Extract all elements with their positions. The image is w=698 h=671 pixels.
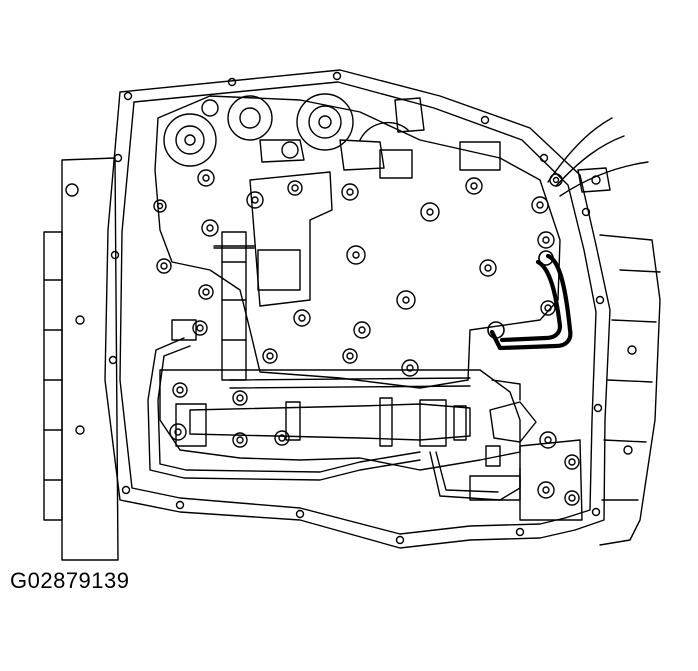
transmission-case-right: [599, 234, 661, 546]
valve-body-bolts: [153, 169, 580, 506]
oil-tube-left: [147, 319, 421, 481]
upper-valve-body: [154, 95, 561, 389]
figure-code: G02879139: [10, 568, 130, 593]
manual-valve-column: [213, 231, 255, 381]
highlighted-oil-pipe: [489, 253, 573, 351]
solenoid-cluster: [163, 93, 409, 167]
pipe-fitting: [538, 250, 554, 266]
pipe-fitting: [487, 321, 505, 339]
transmission-case-left: [43, 157, 119, 561]
lower-valve-body: [159, 369, 537, 471]
oil-pan-gasket: [104, 69, 611, 549]
lower-right-assembly: [429, 439, 583, 521]
wiring-harness: [547, 117, 649, 197]
